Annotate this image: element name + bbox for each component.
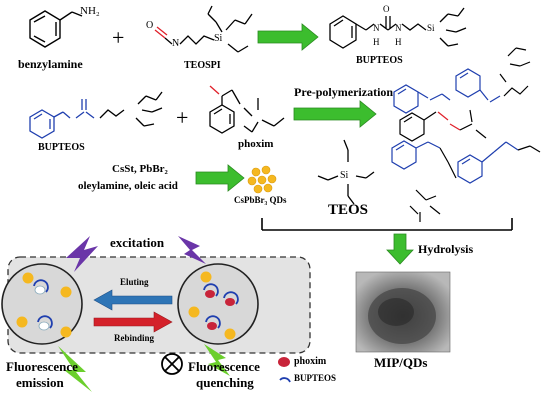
quenching-symbol (161, 344, 230, 376)
qd-synthesis-arrow (195, 164, 245, 192)
legend-phoxim-label: phoxim (294, 356, 327, 367)
teos-structure (317, 139, 375, 205)
phoxim-structure (209, 85, 285, 134)
excitation-bolt-left (66, 236, 98, 272)
bupteos-h-atom-1: H (373, 37, 380, 47)
tem-image-label: MIP/QDs (374, 355, 428, 370)
teospi-oxygen: O (146, 20, 154, 31)
teospi-nitrogen: N (172, 38, 180, 49)
hydrolysis-label: Hydrolysis (418, 242, 474, 256)
legend-bupteos-icon (279, 377, 291, 383)
rebinding-arrow (93, 311, 173, 333)
cspbbr3-qd-cluster (247, 165, 277, 194)
teos-silicon: Si (340, 170, 349, 181)
qd-product-label: CsPbBr₃ QDs (234, 195, 287, 205)
bupteos-n-atom-1: N (373, 23, 380, 33)
plus-sign-2: + (176, 105, 189, 130)
teospi-structure (154, 5, 253, 53)
benzylamine-label: benzylamine (18, 57, 83, 71)
bupteos-reagent-structure (29, 99, 95, 139)
excitation-bolt-right (178, 236, 206, 264)
benzylamine-structure (29, 10, 83, 48)
bupteos-si-atom: Si (427, 23, 435, 33)
legend-bupteos-label: BUPTEOS (294, 373, 337, 383)
bupteos-product-label: BUPTEOS (356, 55, 403, 66)
phoxim-label: phoxim (238, 138, 274, 150)
prepolymerization-arrow (293, 100, 377, 128)
rebinding-label: Rebinding (114, 333, 155, 343)
qd-reagents-line2: oleylamine, oleic acid (78, 180, 178, 192)
reaction-arrow-1 (257, 23, 319, 51)
hydrolysis-arrow (386, 233, 414, 265)
excitation-label: excitation (110, 235, 165, 250)
eluted-mip-particle (1, 263, 83, 345)
fluorescence-emission-line1: Fluorescence (6, 359, 78, 374)
bupteos-reagent-chain (99, 91, 163, 127)
plus-sign-1: + (112, 25, 125, 50)
eluting-arrow (93, 289, 173, 311)
qd-reagents-line1: CsSt, PbBr₂ (112, 163, 168, 175)
teospi-silicon: Si (214, 33, 223, 44)
mip-qds-tem-image (355, 271, 451, 353)
combination-bracket (261, 218, 513, 231)
teospi-label: TEOSPI (184, 60, 221, 71)
bupteos-reagent-label: BUPTEOS (38, 142, 85, 153)
emission-bolt (58, 346, 92, 392)
bupteos-n-atom-2: N (395, 23, 402, 33)
nh2-group-label: NH₂ (80, 5, 100, 17)
fluorescence-quenching-line2: quenching (196, 375, 254, 390)
bupteos-o-atom: O (383, 4, 390, 14)
bupteos-product-structure (329, 7, 467, 49)
rebound-mip-particle (177, 263, 259, 345)
prepolymerization-label: Pre-polymerization (294, 85, 394, 99)
legend-phoxim-icon (278, 357, 290, 367)
eluting-label: Eluting (120, 277, 149, 287)
prepolymer-complex (391, 47, 541, 222)
fluorescence-emission-line2: emission (16, 375, 64, 390)
teos-label: TEOS (328, 202, 369, 218)
bupteos-h-atom-2: H (395, 37, 402, 47)
fluorescence-quenching-line1: Fluorescence (188, 359, 260, 374)
